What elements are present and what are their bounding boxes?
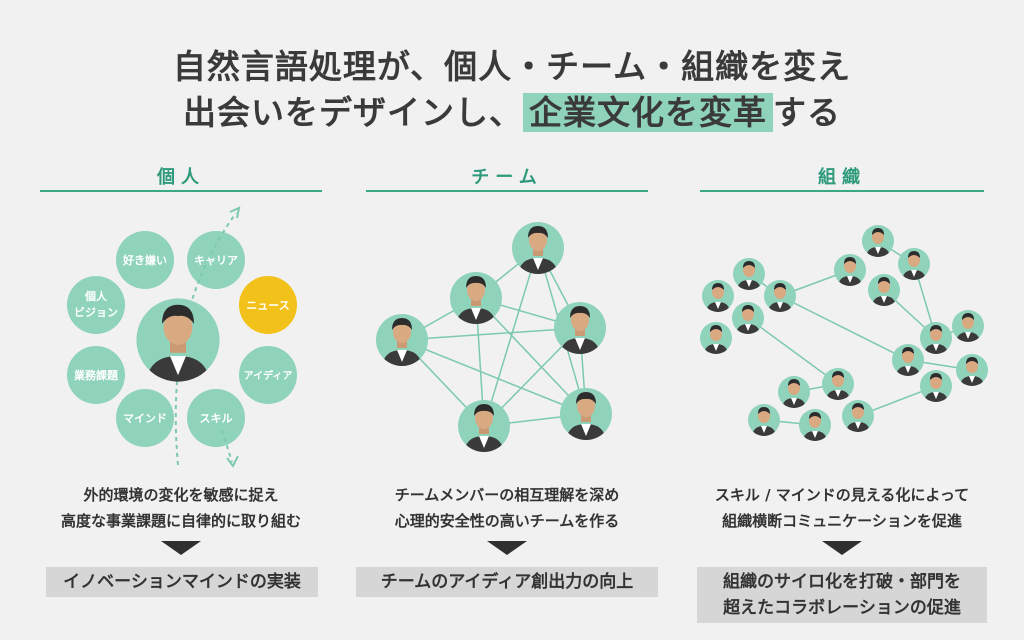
org-member-avatar — [732, 302, 764, 336]
column-rule-team — [366, 190, 648, 192]
team-member-avatar — [450, 272, 502, 328]
org-member-avatar — [733, 258, 765, 292]
headline-line-2-after: する — [773, 93, 841, 132]
individual-description: 外的環境の変化を敏感に捉え 高度な事業課題に自律的に取り組む — [40, 482, 322, 534]
team-description: チームメンバーの相互理解を深め 心理的安全性の高いチームを作る — [366, 482, 648, 534]
org-member-avatar — [920, 370, 952, 404]
organization-description: スキル / マインドの見える化によって 組織横断コミュニケーションを促進 — [700, 482, 984, 534]
description-line: 組織横断コミュニケーションを促進 — [722, 512, 962, 530]
bubble-label-likes: 好き嫌い — [122, 253, 167, 267]
description-line: チームメンバーの相互理解を深め — [394, 486, 620, 504]
bubble-label-mindset: マインド — [123, 412, 167, 425]
bubble-tasks — [67, 346, 125, 404]
bubble-news — [239, 276, 297, 334]
bubble-likes — [116, 231, 174, 289]
description-line: 高度な事業課題に自律的に取り組む — [60, 512, 301, 530]
org-member-avatar — [920, 322, 952, 356]
bubble-label-idea: アイディア — [244, 369, 293, 382]
team-member-avatar — [560, 388, 612, 444]
description-line: 心理的安全性の高いチームを作る — [394, 512, 620, 530]
org-member-avatar — [898, 248, 930, 282]
bubble-label-skill: スキル — [200, 412, 233, 425]
column-rule-organization — [700, 190, 984, 192]
bubble-label-individual: 個人 — [84, 289, 108, 303]
bubble-vision — [67, 276, 125, 334]
org-member-avatar — [952, 310, 984, 344]
team-member-avatar — [554, 302, 606, 358]
org-member-avatar — [862, 225, 894, 259]
bubble-idea — [239, 346, 297, 404]
individual-diagram: 好き嫌い キャリア ニュース アイディア スキル マインド 業務課題 個人 ビジ… — [67, 206, 297, 468]
column-title-organization: 組織 — [818, 167, 866, 188]
result-line: チームのアイディア創出力の向上 — [380, 572, 634, 592]
org-member-avatar — [956, 354, 988, 388]
column-title-team: チーム — [471, 167, 543, 188]
down-arrow-icon — [822, 541, 862, 555]
team-member-avatar — [458, 400, 510, 456]
team-member-avatar — [512, 222, 564, 278]
bubble-label-tasks: 業務課題 — [73, 368, 119, 382]
org-member-avatar — [748, 404, 780, 438]
individual-result: イノベーションマインドの実装 — [46, 567, 318, 597]
team-result: チームのアイディア創出力の向上 — [356, 567, 658, 597]
column-rule-individual — [40, 190, 322, 192]
team-diagram — [376, 222, 612, 456]
result-line: 組織のサイロ化を打破・部門を — [723, 572, 961, 592]
organization-diagram — [700, 225, 988, 443]
description-line: 外的環境の変化を敏感に捉え — [83, 486, 279, 504]
description-line: スキル / マインドの見える化によって — [714, 486, 970, 504]
headline-highlight: 企業文化を変革 — [523, 93, 773, 132]
org-member-avatar — [892, 344, 924, 378]
bubble-mindset — [116, 389, 174, 447]
team-member-avatar — [376, 314, 428, 370]
headline-line-2-before: 出会いをデザインし、 — [183, 93, 523, 132]
org-member-avatar — [842, 400, 874, 434]
org-member-avatar — [778, 376, 810, 410]
org-member-avatar — [700, 322, 732, 356]
individual-person-avatar — [136, 298, 219, 388]
org-member-avatar — [822, 368, 854, 402]
org-member-avatar — [764, 280, 796, 314]
down-arrow-icon — [161, 541, 201, 555]
org-member-avatar — [834, 254, 866, 288]
org-member-avatar — [799, 409, 831, 443]
result-line: 超えたコラボレーションの促進 — [723, 598, 961, 618]
headline-line-2: 出会いをデザインし、企業文化を変革する — [0, 86, 1024, 134]
headline-line-1: 自然言語処理が、個人・チーム・組織を変え — [172, 47, 852, 86]
org-member-avatar — [702, 280, 734, 314]
bubble-label-career: キャリア — [194, 254, 238, 267]
bubble-skill — [187, 389, 245, 447]
org-member-avatar — [868, 274, 900, 308]
result-line: イノベーションマインドの実装 — [63, 572, 301, 592]
column-title-individual: 個人 — [157, 167, 205, 188]
down-arrow-icon — [487, 541, 527, 555]
organization-result: 組織のサイロ化を打破・部門を 超えたコラボレーションの促進 — [697, 567, 987, 623]
bubble-label-vision: ビジョン — [74, 305, 118, 319]
bubble-label-news: ニュース — [246, 299, 289, 312]
